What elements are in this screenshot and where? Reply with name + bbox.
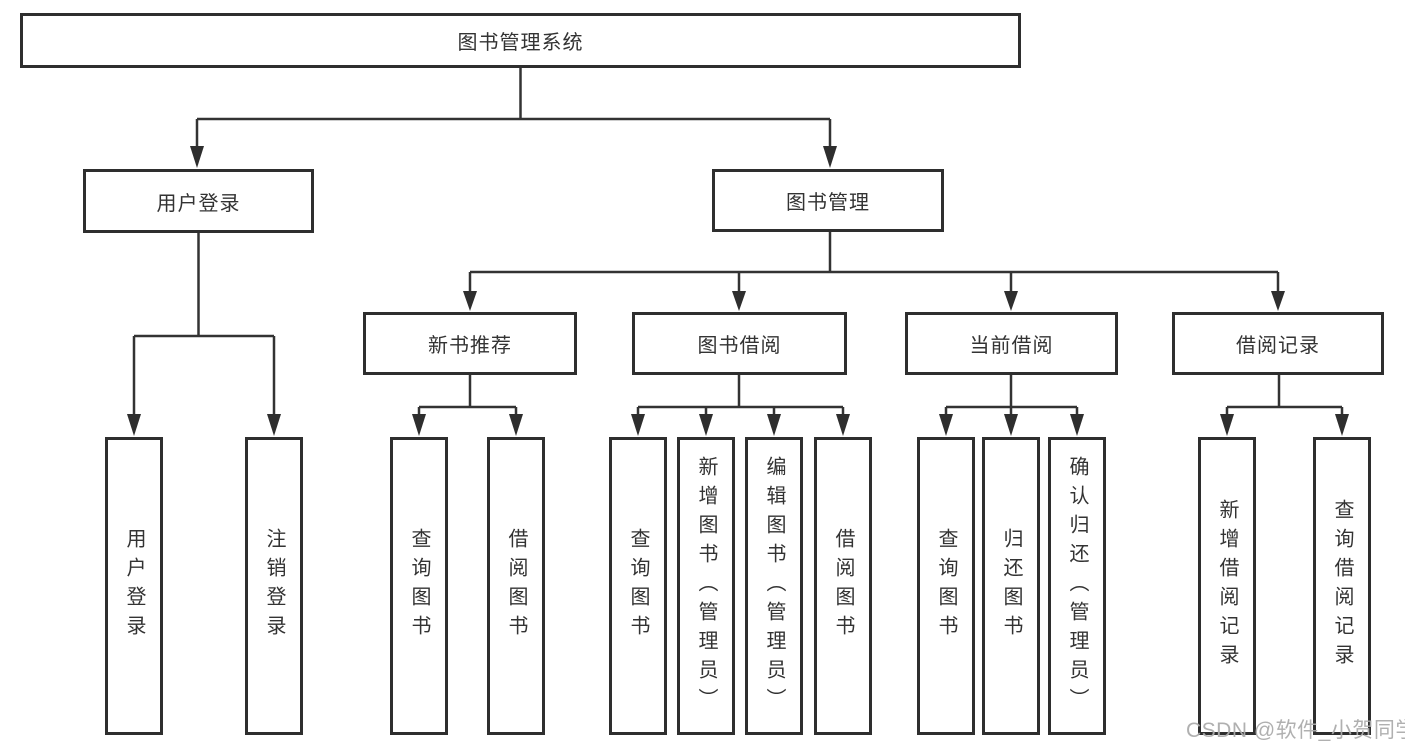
node-label: 当前借阅 bbox=[969, 335, 1054, 357]
node-book-management: 图书管理 bbox=[712, 169, 944, 232]
node-label: 借阅记录 bbox=[1236, 335, 1320, 357]
node-label: 新书推荐 bbox=[428, 335, 512, 357]
leaf-label: 新增借阅记录 bbox=[1216, 499, 1238, 673]
node-library-management-system: 图书管理系统 bbox=[20, 13, 1021, 68]
leaf-label: 借阅图书 bbox=[505, 528, 527, 644]
node-book-borrowing: 图书借阅 bbox=[632, 312, 847, 375]
leaf-label: 新增图书（管理员） bbox=[695, 455, 717, 717]
node-label: 图书借阅 bbox=[697, 335, 782, 357]
node-current-borrowing: 当前借阅 bbox=[905, 312, 1118, 375]
leaf-add-books-admin: 新增图书（管理员） bbox=[677, 437, 735, 735]
leaf-query-books-current: 查询图书 bbox=[917, 437, 975, 735]
csdn-watermark: CSDN @软件_小贺同学 bbox=[1186, 719, 1405, 742]
node-user-login: 用户登录 bbox=[83, 169, 314, 233]
leaf-borrow-books-recommend: 借阅图书 bbox=[487, 437, 545, 735]
leaf-user-login: 用户登录 bbox=[105, 437, 163, 735]
leaf-logout: 注销登录 bbox=[245, 437, 303, 735]
leaf-return-books: 归还图书 bbox=[982, 437, 1040, 735]
leaf-label: 查询图书 bbox=[627, 528, 649, 644]
leaf-confirm-return-admin: 确认归还（管理员） bbox=[1048, 437, 1106, 735]
leaf-label: 编辑图书（管理员） bbox=[763, 455, 785, 717]
leaf-label: 查询图书 bbox=[935, 528, 957, 644]
leaf-query-books-borrowing: 查询图书 bbox=[609, 437, 667, 735]
arrowhead-icons bbox=[127, 146, 1349, 436]
node-label: 图书管理 bbox=[786, 192, 870, 214]
leaf-label: 查询图书 bbox=[408, 528, 430, 644]
leaf-label: 确认归还（管理员） bbox=[1066, 455, 1088, 717]
leaf-label: 查询借阅记录 bbox=[1331, 499, 1353, 673]
leaf-label: 注销登录 bbox=[263, 528, 285, 644]
leaf-borrow-books-borrowing: 借阅图书 bbox=[814, 437, 872, 735]
leaf-edit-books-admin: 编辑图书（管理员） bbox=[745, 437, 803, 735]
leaf-add-borrow-record: 新增借阅记录 bbox=[1198, 437, 1256, 735]
node-label: 用户登录 bbox=[156, 192, 241, 215]
leaf-label: 借阅图书 bbox=[832, 528, 854, 644]
node-label: 图书管理系统 bbox=[457, 32, 584, 54]
node-new-book-recommendation: 新书推荐 bbox=[363, 312, 577, 375]
leaf-query-borrow-record: 查询借阅记录 bbox=[1313, 437, 1371, 735]
leaf-query-books-recommend: 查询图书 bbox=[390, 437, 448, 735]
leaf-label: 归还图书 bbox=[1000, 528, 1022, 644]
node-borrowing-records: 借阅记录 bbox=[1172, 312, 1384, 375]
leaf-label: 用户登录 bbox=[123, 528, 145, 644]
